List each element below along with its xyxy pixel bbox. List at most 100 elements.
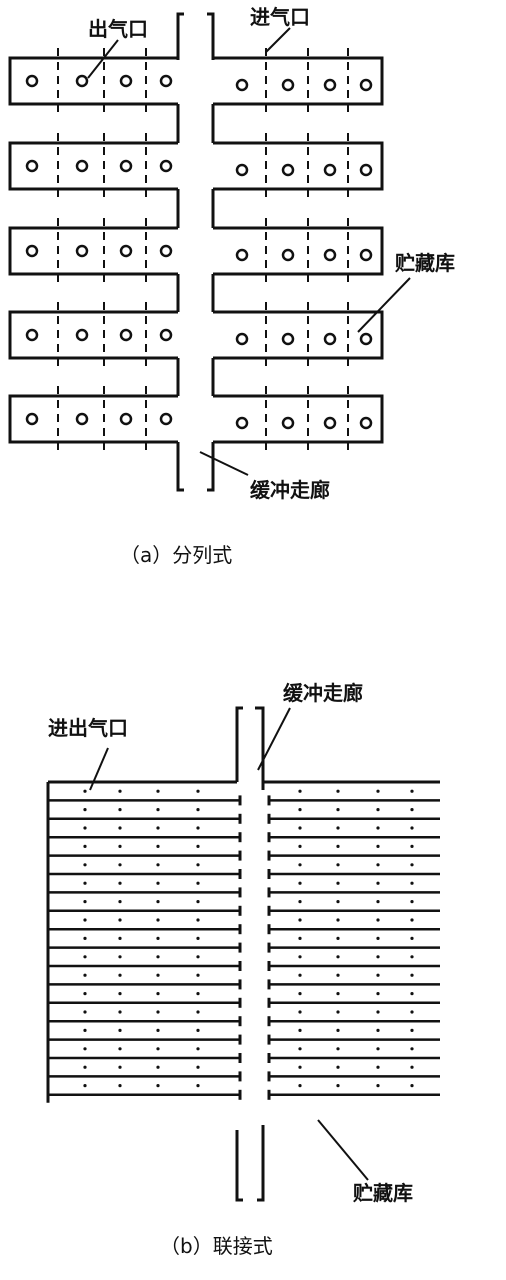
- vent-dot: [118, 863, 122, 867]
- vent-dot: [156, 1084, 160, 1088]
- vent-dot: [118, 992, 122, 996]
- corridor-label-a: 缓冲走廊: [250, 478, 330, 502]
- vent-port-icon: [281, 332, 295, 346]
- vent-dot: [83, 863, 87, 867]
- storage-room-right: [213, 226, 384, 276]
- vent-dot: [410, 789, 414, 793]
- vent-port-icon: [359, 416, 373, 430]
- vent-dot: [196, 918, 200, 922]
- storage-room-right: [213, 394, 384, 444]
- vent-dot: [83, 1047, 87, 1051]
- vent-dot: [336, 789, 340, 793]
- vent-dot: [336, 1010, 340, 1014]
- storage-room-right: [213, 141, 384, 191]
- vent-dot: [376, 1084, 380, 1088]
- vent-dot: [83, 808, 87, 812]
- vent-dot: [118, 844, 122, 849]
- port-leader-line: [89, 747, 109, 791]
- vent-dot: [196, 1084, 200, 1088]
- vent-dot: [196, 826, 200, 830]
- corridor-wall-right-b-bottom: [257, 1125, 265, 1202]
- vent-dot: [118, 1028, 122, 1032]
- vent-port-icon: [323, 163, 337, 177]
- vent-dot: [118, 936, 122, 941]
- vent-dot: [196, 900, 200, 904]
- vent-dot: [196, 808, 200, 812]
- outlet-label: 出气口: [88, 17, 148, 41]
- vent-port-icon: [235, 78, 249, 92]
- vent-dot: [196, 863, 200, 867]
- vent-dot: [118, 1010, 122, 1014]
- vent-dot: [410, 918, 414, 922]
- storage-room-left: [8, 310, 178, 360]
- vent-dot: [196, 992, 200, 996]
- vent-port-icon: [25, 244, 39, 258]
- vent-dot: [83, 1028, 87, 1032]
- vent-dot: [376, 826, 380, 830]
- vent-dot: [196, 1065, 200, 1069]
- vent-dot: [336, 881, 340, 885]
- vent-dot: [156, 844, 160, 849]
- vent-dot: [376, 881, 380, 885]
- vent-dot: [376, 900, 380, 904]
- vent-dot: [376, 918, 380, 922]
- vent-dot: [298, 863, 302, 867]
- vent-dot: [376, 808, 380, 812]
- vent-dot: [156, 900, 160, 904]
- vent-port-icon: [323, 332, 337, 346]
- corridor-wall-left: [176, 12, 184, 60]
- vent-port-icon: [359, 248, 373, 262]
- storage-label-a: 贮藏库: [394, 251, 455, 275]
- inlet-leader-line: [265, 27, 291, 53]
- vent-dot: [298, 826, 302, 830]
- corridor-wall-right: [207, 12, 215, 60]
- vent-dot: [336, 936, 340, 941]
- vent-dot: [83, 1084, 87, 1088]
- vent-port-icon: [281, 78, 295, 92]
- vent-dot: [336, 808, 340, 812]
- corridor-wall-left-bottom: [176, 450, 184, 492]
- vent-dot: [118, 1084, 122, 1088]
- vent-port-icon: [281, 248, 295, 262]
- vent-dot: [156, 918, 160, 922]
- corridor-wall-left-b-bottom: [235, 1130, 243, 1202]
- vent-dot: [298, 1084, 302, 1088]
- port-label: 进出气口: [48, 716, 128, 740]
- vent-dot: [83, 900, 87, 904]
- vent-dot: [410, 973, 414, 977]
- vent-dot: [336, 973, 340, 977]
- vent-port-icon: [235, 416, 249, 430]
- storage-room-right: [213, 310, 384, 360]
- vent-dot: [410, 955, 414, 959]
- corridor-wall-right-b: [255, 706, 265, 790]
- vent-dot: [298, 973, 302, 977]
- vent-dot: [156, 826, 160, 830]
- vent-dot: [376, 1028, 380, 1032]
- vent-dot: [410, 881, 414, 885]
- vent-dot: [83, 973, 87, 977]
- vent-port-icon: [75, 244, 89, 258]
- vent-dot: [298, 1028, 302, 1032]
- corridor-leader-line-a: [199, 451, 249, 476]
- storage-room-right: [213, 56, 384, 106]
- vent-dot: [156, 973, 160, 977]
- vent-dot: [298, 844, 302, 849]
- storage-leader-line-b: [317, 1119, 369, 1181]
- vent-port-icon: [119, 412, 133, 426]
- vent-port-icon: [323, 416, 337, 430]
- vent-port-icon: [235, 163, 249, 177]
- vent-dot: [376, 936, 380, 941]
- vent-port-icon: [159, 412, 173, 426]
- storage-room-left: [8, 394, 178, 444]
- vent-dot: [298, 992, 302, 996]
- vent-dot: [156, 1065, 160, 1069]
- vent-dot: [336, 844, 340, 849]
- vent-dot: [410, 1047, 414, 1051]
- vent-dot: [156, 863, 160, 867]
- inlet-label: 进气口: [250, 5, 310, 29]
- storage-leader-line-a: [357, 277, 411, 333]
- vent-dot: [118, 826, 122, 830]
- vent-dot: [83, 918, 87, 922]
- vent-dot: [336, 1047, 340, 1051]
- vent-dot: [336, 900, 340, 904]
